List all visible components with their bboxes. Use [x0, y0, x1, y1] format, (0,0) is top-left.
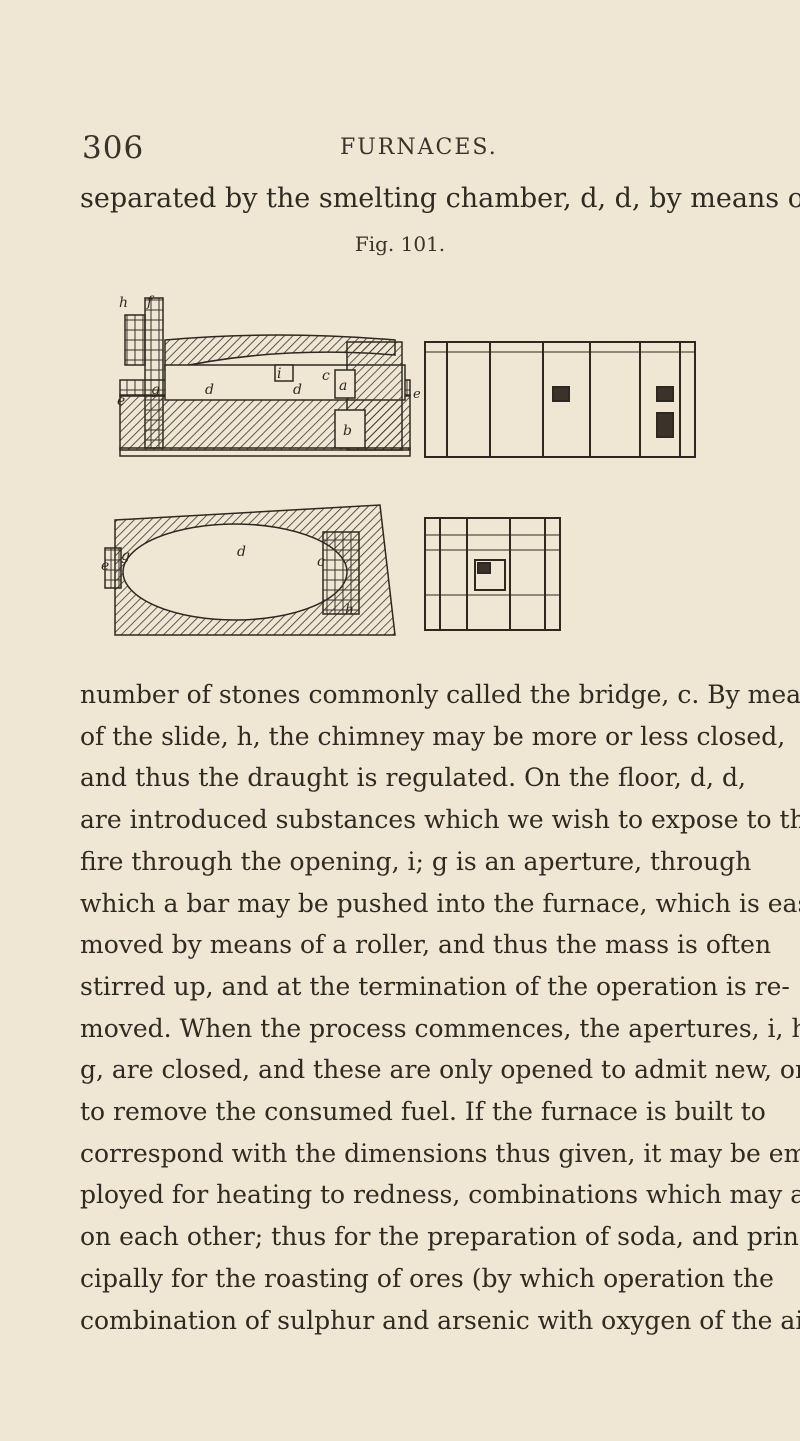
furnace-section-diagram [119, 297, 411, 457]
label-h-plan: h [345, 602, 354, 618]
body-line-8: stirred up, and at the termination of th… [80, 971, 790, 1001]
body-line-2: of the slide, h, the chimney may be more… [80, 721, 786, 751]
furnace-front-elevation [424, 341, 696, 458]
body-line-1: number of stones commonly called the bri… [80, 680, 800, 709]
body-text: number of stones commonly called the bri… [80, 674, 800, 1341]
furnace-plan-diagram [104, 504, 396, 636]
body-line-6: which a bar may be pushed into the furna… [80, 888, 800, 918]
label-d-1: d [205, 382, 214, 398]
furnace-side-elevation [424, 517, 561, 631]
body-line-15: cipally for the roasting of ores (by whi… [80, 1263, 774, 1293]
label-g: g [151, 382, 160, 398]
figure-101: h f e g d i d c a b e [95, 270, 715, 650]
body-line-3: and thus the draught is regulated. On th… [80, 763, 746, 793]
label-e-right: e [413, 387, 421, 402]
label-a: a [339, 378, 347, 394]
body-line-12: correspond with the dimensions thus give… [80, 1138, 800, 1168]
body-line-9: moved. When the process commences, the a… [80, 1013, 800, 1043]
label-i: i [277, 366, 281, 382]
label-e-plan: e [101, 558, 109, 574]
label-d-2: d [293, 382, 302, 398]
body-line-16: combination of sulphur and arsenic with … [80, 1305, 800, 1335]
body-line-14: on each other; thus for the preparation … [80, 1222, 800, 1252]
body-line-13: ployed for heating to redness, combinati… [80, 1180, 800, 1210]
body-line-11: to remove the consumed fuel. If the furn… [80, 1097, 766, 1127]
label-d-plan: d [237, 544, 246, 560]
label-g-plan: g [121, 548, 130, 564]
body-line-10: g, are closed, and these are only opened… [80, 1055, 800, 1085]
label-c: c [322, 368, 330, 384]
label-c-plan: c [317, 554, 325, 570]
label-b: b [343, 423, 352, 439]
figure-caption: Fig. 101. [354, 232, 446, 256]
running-head: FURNACES. [340, 135, 498, 160]
label-f: f [146, 294, 155, 310]
body-line-4: are introduced substances which we wish … [80, 805, 800, 835]
text-top-line: separated by the smelting chamber, d, d,… [80, 183, 800, 214]
label-h: h [119, 295, 128, 311]
page-number: 306 [82, 130, 145, 166]
label-e-left: e [117, 393, 125, 409]
body-line-7: moved by means of a roller, and thus the… [80, 930, 772, 960]
body-line-5: fire through the opening, i; g is an ape… [80, 846, 752, 876]
